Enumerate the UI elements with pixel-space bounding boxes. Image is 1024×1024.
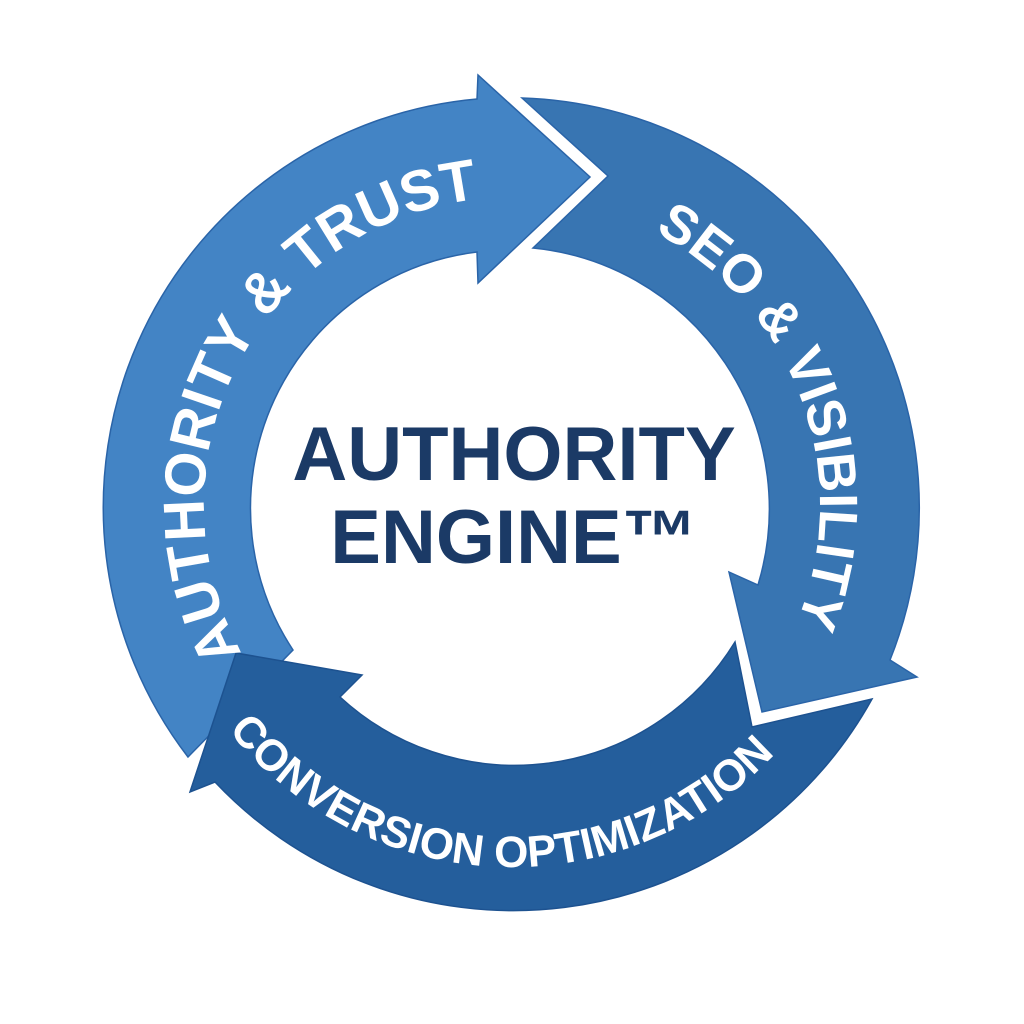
center-title-line2: ENGINE™ [330, 495, 697, 580]
conversion-optimization-arrow [188, 639, 874, 912]
authority-trust-arrow [102, 73, 592, 759]
center-title-line1: AUTHORITY [292, 412, 735, 497]
seo-visibility-arrow [519, 97, 921, 713]
